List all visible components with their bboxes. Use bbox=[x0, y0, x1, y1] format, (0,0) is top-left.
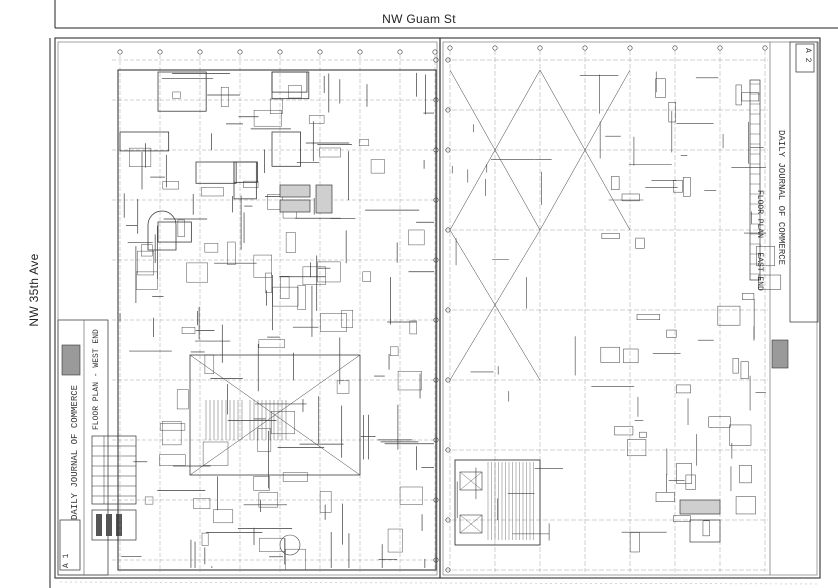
street-label-nw-35th-ave: NW 35th Ave bbox=[27, 253, 41, 327]
west-floor-plan bbox=[112, 49, 439, 572]
east-sheet bbox=[439, 37, 821, 579]
east-logo bbox=[771, 339, 789, 369]
west-logo bbox=[61, 344, 81, 376]
east-title-line2: FLOOR PLAN - EAST END bbox=[755, 190, 764, 291]
west-title-line2: FLOOR PLAN - WEST END bbox=[92, 329, 101, 430]
west-legend-table bbox=[91, 435, 137, 505]
west-sheet-number: A 1 bbox=[62, 553, 71, 568]
west-title-line1: DAILY JOURNAL OF COMMERCE bbox=[70, 384, 80, 520]
east-floor-plan bbox=[445, 45, 782, 573]
east-sheet-number: A 2 bbox=[803, 48, 812, 63]
street-label-nw-guam-st: NW Guam St bbox=[382, 12, 456, 26]
west-title-block bbox=[57, 319, 109, 576]
east-title-line1: DAILY JOURNAL OF COMMERCE bbox=[776, 130, 786, 266]
west-sheet bbox=[54, 37, 441, 579]
east-title-block bbox=[789, 41, 819, 323]
